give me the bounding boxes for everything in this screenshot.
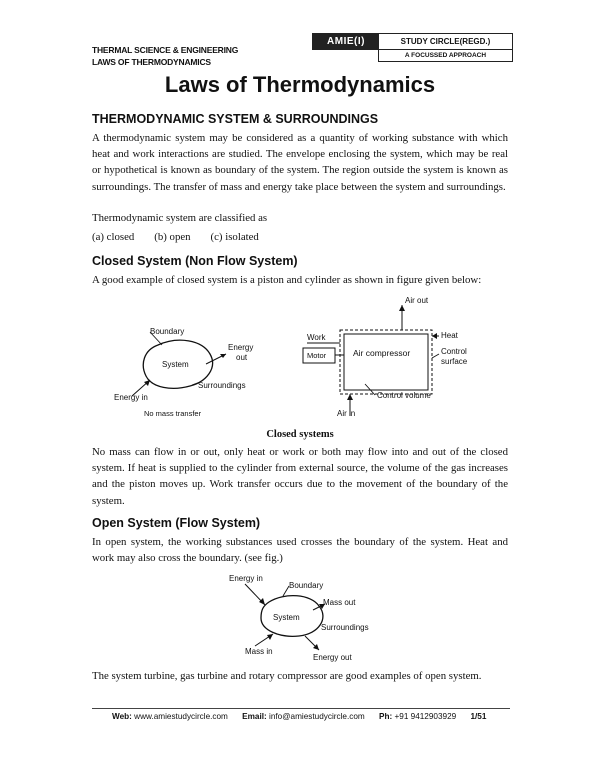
paragraph-system: A thermodynamic system may be considered…	[92, 132, 508, 193]
chapter-label: LAWS OF THERMODYNAMICS	[92, 57, 211, 67]
footer-divider	[92, 708, 510, 709]
class-isolated: (c) isolated	[210, 231, 259, 243]
fig-label-surroundings: Surroundings	[198, 381, 246, 390]
brand-tagline: A FOCUSSED APPROACH	[378, 50, 513, 62]
fig-label-no-mass-transfer: No mass transfer	[144, 409, 202, 418]
figure-air-compressor: Air out Work Motor Air compressor Heat C…	[302, 296, 468, 418]
fig-label-system: System	[162, 360, 189, 369]
system-boundary-shape	[142, 339, 214, 389]
figure-caption: Closed systems	[266, 429, 334, 440]
running-header: THERMAL SCIENCE & ENGINEERING LAWS OF TH…	[92, 44, 238, 68]
heat-arrowhead	[432, 333, 437, 339]
fig-label-open-energy-out: Energy out	[313, 653, 352, 662]
control-surface-leader	[431, 353, 440, 359]
mass-out-arrowhead	[319, 604, 325, 609]
fig-label-heat: Heat	[441, 331, 459, 340]
page-footer: Web: www.amiestudycircle.com Email: info…	[112, 712, 486, 721]
control-volume-boundary	[339, 329, 433, 395]
fig-label-control-volume: Control volume	[377, 391, 431, 400]
section-heading-closed: Closed System (Non Flow System)	[92, 254, 298, 268]
fig-label-energy-out-2: out	[236, 353, 248, 362]
fig-label-energy-in: Energy in	[114, 393, 148, 402]
footer-web-label: Web:	[112, 712, 132, 721]
control-volume-leader	[364, 383, 376, 396]
class-closed: (a) closed	[92, 231, 135, 243]
paragraph-open-examples: The system turbine, gas turbine and rota…	[92, 670, 482, 682]
fig-label-energy-out-1: Energy	[228, 343, 253, 352]
fig-label-open-system: System	[273, 613, 300, 622]
fig-label-air-in: Air in	[337, 409, 355, 418]
footer-page-number: 1/51	[470, 712, 487, 721]
footer-phone-label: Ph:	[379, 712, 393, 721]
section-heading-open: Open System (Flow System)	[92, 516, 261, 530]
fig-label-motor: Motor	[307, 351, 327, 360]
paragraph-closed: No mass can flow in or out, only heat or…	[92, 446, 508, 507]
class-open: (b) open	[154, 231, 191, 243]
fig-label-control-surface-2: surface	[441, 357, 468, 366]
paragraph-closed-intro: A good example of closed system is a pis…	[92, 274, 482, 286]
fig-label-control-surface-1: Control	[441, 347, 467, 356]
footer-email[interactable]: info@amiestudycircle.com	[269, 712, 365, 721]
page-title: Laws of Thermodynamics	[164, 72, 436, 97]
fig-label-mass-in: Mass in	[245, 647, 273, 656]
fig-label-air-out: Air out	[405, 296, 429, 305]
open-boundary-leader	[282, 585, 290, 597]
figure-closed-system: Boundary System Energy out Surroundings …	[114, 327, 253, 418]
subject-label: THERMAL SCIENCE & ENGINEERING	[92, 45, 239, 55]
paragraph-open: In open system, the working substances u…	[92, 536, 508, 565]
fig-label-open-boundary: Boundary	[289, 581, 323, 590]
energy-out-arrowhead	[220, 354, 226, 358]
amie-tag: AMIE(I)	[313, 34, 379, 49]
boundary-leader-line	[149, 331, 163, 346]
compressor-casing	[343, 333, 429, 391]
fig-label-boundary: Boundary	[150, 327, 184, 336]
footer-phone: +91 9412903929	[394, 712, 457, 721]
brand-box: AMIE(I) STUDY CIRCLE(REGD.)	[312, 33, 513, 50]
footer-website[interactable]: www.amiestudycircle.com	[134, 712, 228, 721]
footer-email-label: Email:	[242, 712, 267, 721]
brand-name: STUDY CIRCLE(REGD.)	[400, 37, 491, 46]
mass-in-arrowhead	[267, 634, 273, 640]
fig-label-work: Work	[307, 333, 327, 342]
section-heading-system: THERMODYNAMIC SYSTEM & SURROUNDINGS	[92, 112, 379, 126]
classification-list: (a) closed (b) open (c) isolated	[92, 231, 279, 243]
open-energy-out-arrowhead	[313, 644, 319, 650]
fig-label-mass-out: Mass out	[323, 598, 356, 607]
air-in-arrowhead	[347, 394, 353, 400]
fig-label-air-compressor: Air compressor	[353, 348, 410, 358]
figure-open-system: Energy in Boundary Mass out System Surro…	[229, 574, 369, 662]
air-out-arrowhead	[399, 305, 405, 311]
energy-in-arrowhead	[144, 380, 150, 386]
surroundings-leader-line	[191, 381, 201, 386]
fig-label-open-energy-in: Energy in	[229, 574, 263, 583]
brand-header: AMIE(I) STUDY CIRCLE(REGD.) A FOCUSSED A…	[312, 33, 513, 62]
open-energy-in-arrowhead	[259, 598, 265, 605]
open-system-boundary-shape	[260, 595, 324, 637]
paragraph-classified: Thermodynamic system are classified as	[92, 212, 268, 224]
fig-label-open-surroundings: Surroundings	[321, 623, 369, 632]
